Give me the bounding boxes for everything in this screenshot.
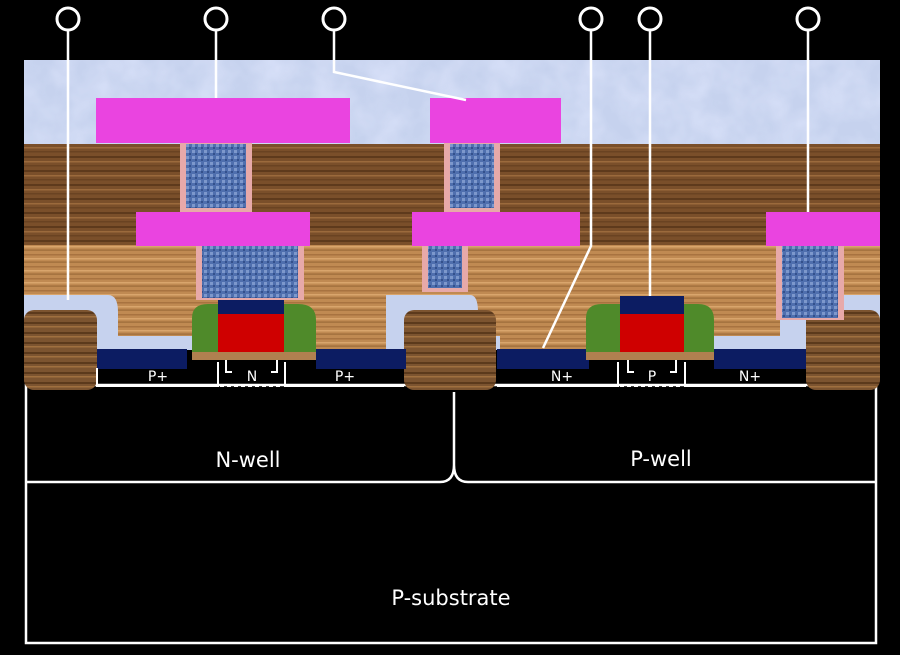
terminal-pin	[321, 6, 347, 32]
region-labels: P+ N P+ N+ P N+ N-well P-well P-substrat…	[148, 369, 761, 610]
terminal-pin	[578, 6, 604, 32]
nmos-gate-stack	[586, 296, 714, 360]
vias	[180, 140, 844, 320]
n-channel-label: N	[247, 369, 257, 385]
n-well-label: N-well	[215, 448, 280, 472]
p-plus-source-label: P+	[148, 369, 168, 385]
pmos-gate-stack	[192, 296, 316, 360]
terminal-pins	[55, 6, 821, 32]
p-well-label: P-well	[630, 447, 692, 471]
p-plus-drain-label: P+	[335, 369, 355, 385]
terminal-pin	[795, 6, 821, 32]
p-channel-label: P	[648, 369, 656, 385]
n-plus-source-label: N+	[551, 369, 573, 385]
n-plus-drain-label: N+	[739, 369, 761, 385]
metal-lines	[96, 98, 880, 246]
isolation-blocks	[24, 310, 880, 390]
terminal-pin	[637, 6, 663, 32]
p-substrate-label: P-substrate	[391, 586, 510, 610]
terminal-wires	[66, 30, 810, 349]
terminal-pin	[203, 6, 229, 32]
diffusion-regions	[96, 349, 806, 387]
terminal-pin	[55, 6, 81, 32]
